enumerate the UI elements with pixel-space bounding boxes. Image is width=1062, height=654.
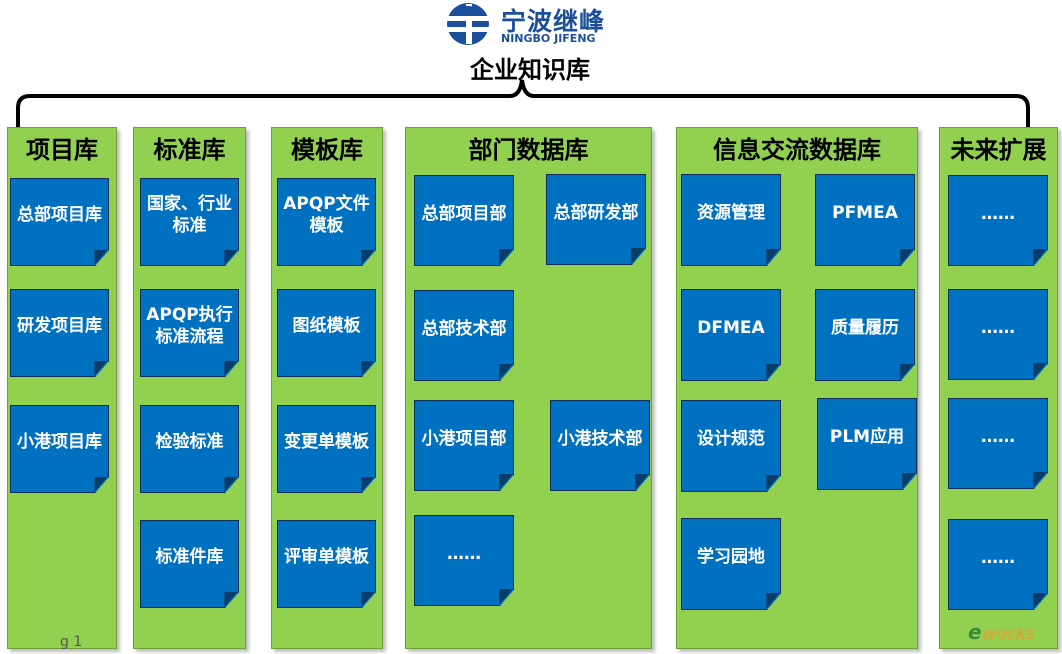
card-review-form-template[interactable]: 评审单模板 (277, 520, 376, 608)
logo-name-en: NINGBO JIFENG (501, 32, 596, 45)
card-apqp-file-template[interactable]: APQP文件 模板 (277, 178, 376, 266)
card-standard-parts-library[interactable]: 标准件库 (140, 520, 239, 608)
page-title: 企业知识库 (470, 56, 590, 84)
card-design-specification[interactable]: 设计规范 (681, 400, 781, 492)
card-resource-management[interactable]: 资源管理 (681, 174, 781, 266)
column-info-exchange-database: 信息交流数据库 资源管理 PFMEA DFMEA 质量履历 设计规范 PLM应用… (676, 127, 918, 649)
column-title: 标准库 (153, 136, 226, 164)
logo-name-cn: 宁波继峰 (501, 7, 606, 36)
card-future-placeholder-3[interactable]: …… (948, 398, 1048, 489)
card-hq-project-library[interactable]: 总部项目库 (10, 178, 109, 266)
column-title: 信息交流数据库 (713, 136, 881, 164)
card-dfmea[interactable]: DFMEA (681, 289, 781, 381)
column-title: 项目库 (26, 136, 98, 164)
card-future-placeholder-1[interactable]: …… (948, 175, 1048, 266)
card-pfmea[interactable]: PFMEA (815, 174, 915, 266)
company-logo: 宁波继峰 NINGBO JIFENG (445, 2, 625, 46)
column-department-database: 部门数据库 总部项目部 总部研发部 总部技术部 小港项目部 小港技术部 …… (405, 127, 652, 649)
card-department-more[interactable]: …… (414, 515, 514, 606)
column-project-library: 项目库 总部项目库 研发项目库 小港项目库 (7, 127, 117, 649)
column-title: 部门数据库 (468, 136, 589, 164)
eworks-watermark: eworks (968, 620, 1036, 644)
brace-connector (16, 79, 1030, 127)
card-rd-project-library[interactable]: 研发项目库 (10, 289, 109, 377)
column-title: 未来扩展 (950, 136, 1047, 164)
column-standard-library: 标准库 国家、行业 标准 APQP执行 标准流程 检验标准 标准件库 (133, 127, 246, 649)
card-plm-application[interactable]: PLM应用 (817, 398, 917, 490)
card-quality-history[interactable]: 质量履历 (815, 289, 915, 381)
card-national-industry-standard[interactable]: 国家、行业 标准 (140, 178, 239, 266)
card-future-placeholder-2[interactable]: …… (948, 289, 1048, 380)
card-xiaogang-project-library[interactable]: 小港项目库 (10, 405, 109, 493)
card-future-placeholder-4[interactable]: …… (948, 519, 1048, 610)
card-change-order-template[interactable]: 变更单模板 (277, 405, 376, 493)
footer-fragment: g 1 (60, 634, 83, 650)
card-hq-project-dept[interactable]: 总部项目部 (414, 175, 514, 266)
jifeng-logo-icon (447, 3, 489, 45)
card-drawing-template[interactable]: 图纸模板 (277, 289, 376, 377)
card-xiaogang-tech-dept[interactable]: 小港技术部 (550, 400, 650, 491)
card-apqp-process-standard[interactable]: APQP执行 标准流程 (140, 289, 239, 377)
column-template-library: 模板库 APQP文件 模板 图纸模板 变更单模板 评审单模板 (271, 127, 383, 649)
card-hq-rd-dept[interactable]: 总部研发部 (546, 174, 646, 265)
card-hq-tech-dept[interactable]: 总部技术部 (414, 290, 514, 381)
card-inspection-standard[interactable]: 检验标准 (140, 405, 239, 493)
card-learning-garden[interactable]: 学习园地 (681, 518, 781, 610)
column-future-expansion: 未来扩展 …… …… …… …… (939, 127, 1058, 649)
card-xiaogang-project-dept[interactable]: 小港项目部 (414, 400, 514, 491)
column-title: 模板库 (291, 136, 363, 164)
